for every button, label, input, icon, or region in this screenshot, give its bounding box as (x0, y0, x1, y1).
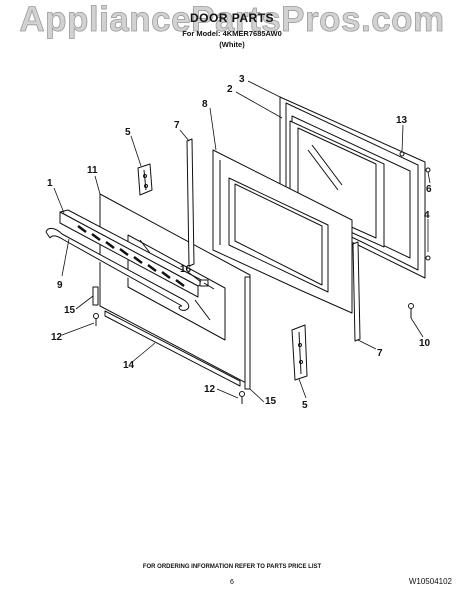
callout-8: 8 (202, 99, 208, 110)
callout-15-right: 15 (265, 396, 277, 407)
callout-9: 9 (57, 280, 63, 291)
callout-1: 1 (47, 178, 53, 189)
callout-4: 4 (424, 210, 430, 221)
vent-trim-part (59, 209, 206, 298)
page-title: DOOR PARTS (189, 11, 275, 25)
door-handle-part (45, 227, 190, 311)
model-number: For Model: 4KMER7685AW0 (182, 29, 282, 38)
handle-screw-part (199, 279, 215, 290)
callout-12-left: 12 (51, 332, 63, 343)
inner-door-panel-part (212, 149, 353, 314)
ordering-note: FOR ORDERING INFORMATION REFER TO PARTS … (142, 564, 322, 570)
callout-16: 16 (180, 264, 192, 275)
callout-14: 14 (123, 360, 135, 371)
door-hinge-top-part (137, 163, 153, 196)
bottom-trim-part (104, 310, 241, 387)
model-color: (White) (219, 40, 245, 49)
callout-12-bottom: 12 (204, 384, 216, 395)
document-code: W10504102 (408, 577, 452, 586)
callout-labels: 1 2 3 4 5 5 6 7 7 8 9 10 11 12 12 13 14 … (47, 74, 432, 411)
callout-5-bottom: 5 (302, 400, 308, 411)
callout-2: 2 (227, 84, 233, 95)
callout-leaders (53, 80, 431, 403)
callout-15-left: 15 (64, 305, 76, 316)
callout-10: 10 (419, 338, 431, 349)
callout-7-right: 7 (377, 348, 383, 359)
side-trim-left-part (92, 286, 99, 306)
callout-11: 11 (87, 165, 98, 176)
callout-6: 6 (426, 184, 432, 195)
side-trim-right-part (244, 276, 251, 390)
page-number: 6 (230, 579, 234, 586)
door-channel-right-part (352, 241, 361, 342)
screw-parts (93, 151, 431, 404)
door-hinge-bottom-part (291, 324, 308, 381)
callout-13: 13 (396, 115, 408, 126)
callout-7-left: 7 (174, 120, 180, 131)
callout-3: 3 (239, 74, 245, 85)
callout-5-top: 5 (125, 127, 131, 138)
door-channel-left-part (186, 138, 195, 267)
watermark-logo: AppliancePartsPros.com (19, 0, 445, 39)
